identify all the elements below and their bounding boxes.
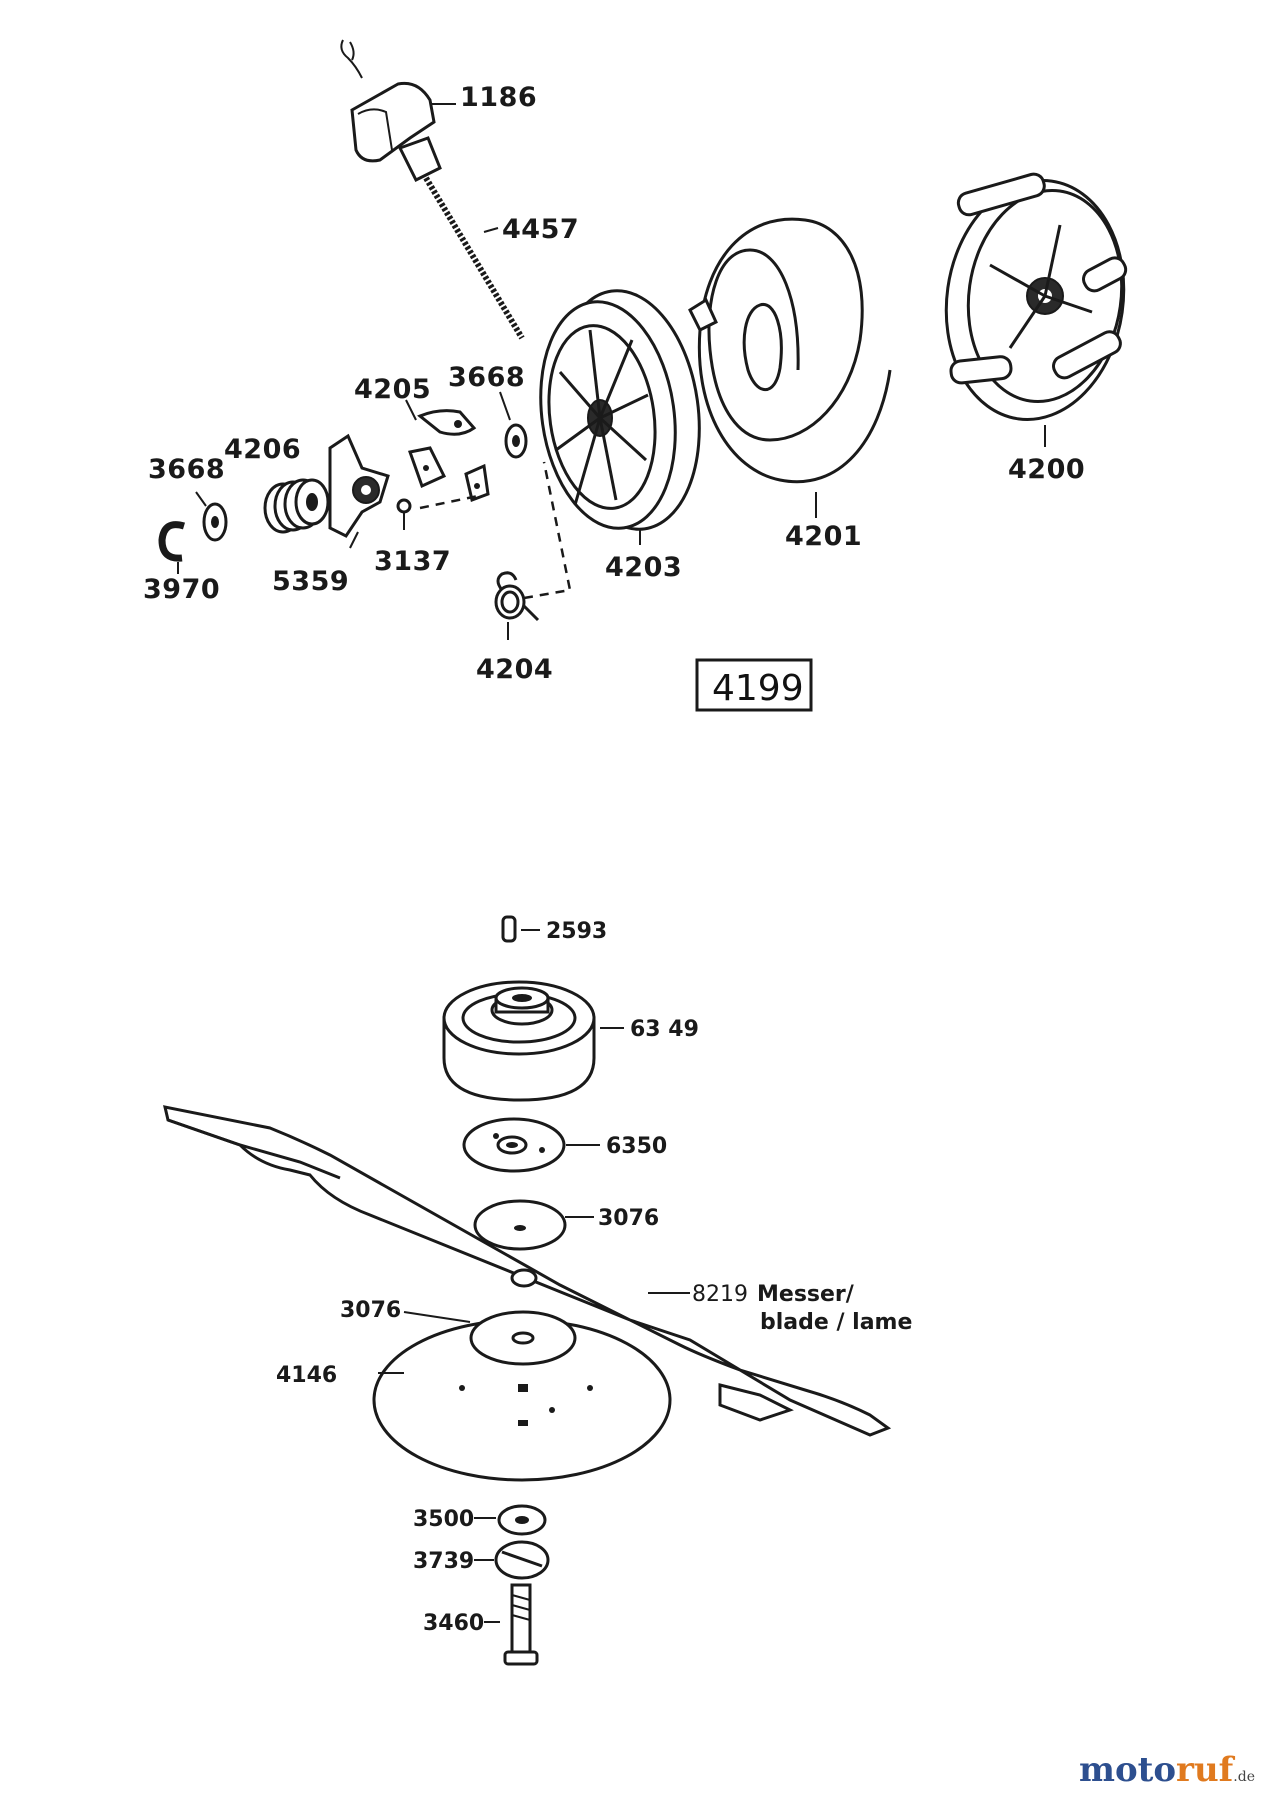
blade-adapter-6349 — [442, 980, 624, 1102]
label-3137: 3137 — [374, 546, 451, 577]
label-2593: 2593 — [546, 919, 607, 944]
starter-rope-4457 — [423, 176, 525, 340]
label-3076-lower: 3076 — [340, 1298, 401, 1323]
rope-pulley-4203 — [539, 289, 701, 531]
group-number: 4199 — [712, 668, 804, 709]
label-6350: 6350 — [606, 1134, 667, 1159]
label-3460: 3460 — [423, 1611, 484, 1636]
label-3076-top: 3076 — [598, 1206, 659, 1231]
spring-4206 — [263, 478, 330, 534]
washer-3668-left — [195, 491, 228, 542]
recoil-spring-4201 — [688, 217, 892, 484]
watermark-part-2: ruf — [1176, 1750, 1234, 1790]
bolt-3460 — [484, 1583, 539, 1666]
label-3500: 3500 — [413, 1507, 474, 1532]
screw-3137 — [396, 494, 479, 530]
pawl-4205 — [405, 399, 490, 503]
label-4457: 4457 — [502, 214, 579, 245]
label-3970: 3970 — [143, 574, 220, 605]
label-4203: 4203 — [605, 552, 682, 583]
label-1186: 1186 — [460, 82, 537, 113]
ratchet-5359 — [328, 433, 390, 549]
key-2593 — [501, 915, 540, 943]
circlip-3970 — [158, 521, 186, 574]
label-8219-desc-1: Messer/ — [757, 1282, 855, 1307]
label-3739: 3739 — [413, 1549, 474, 1574]
motoruf-watermark: motoruf.de — [1079, 1750, 1255, 1790]
label-5359: 5359 — [272, 566, 349, 597]
watermark-part-1: moto — [1078, 1750, 1177, 1790]
spring-4204 — [494, 461, 572, 640]
label-8219: 8219 — [692, 1282, 748, 1307]
washer-3668-right — [499, 391, 528, 459]
blade-disc-4146 — [372, 1310, 672, 1482]
watermark-part-3: .de — [1233, 1769, 1255, 1785]
plate-6350 — [462, 1117, 600, 1173]
label-4146: 4146 — [276, 1363, 337, 1388]
washer-3076-top — [473, 1199, 594, 1288]
leader-4457 — [483, 227, 499, 233]
label-3668-left: 3668 — [148, 454, 225, 485]
label-4206: 4206 — [224, 434, 301, 465]
label-4201: 4201 — [785, 521, 862, 552]
label-8219-desc-2: blade / lame — [760, 1310, 912, 1335]
label-4204: 4204 — [476, 654, 553, 685]
starter-housing-4200 — [944, 172, 1128, 447]
label-4200: 4200 — [1008, 454, 1085, 485]
label-3668-right: 3668 — [448, 362, 525, 393]
starter-handle-1186 — [340, 39, 442, 183]
label-6349: 63 49 — [630, 1017, 699, 1042]
lock-washer-3739 — [474, 1540, 550, 1580]
group-number-box: 4199 — [695, 658, 813, 712]
washer-3500 — [474, 1504, 547, 1536]
label-4205: 4205 — [354, 374, 431, 405]
